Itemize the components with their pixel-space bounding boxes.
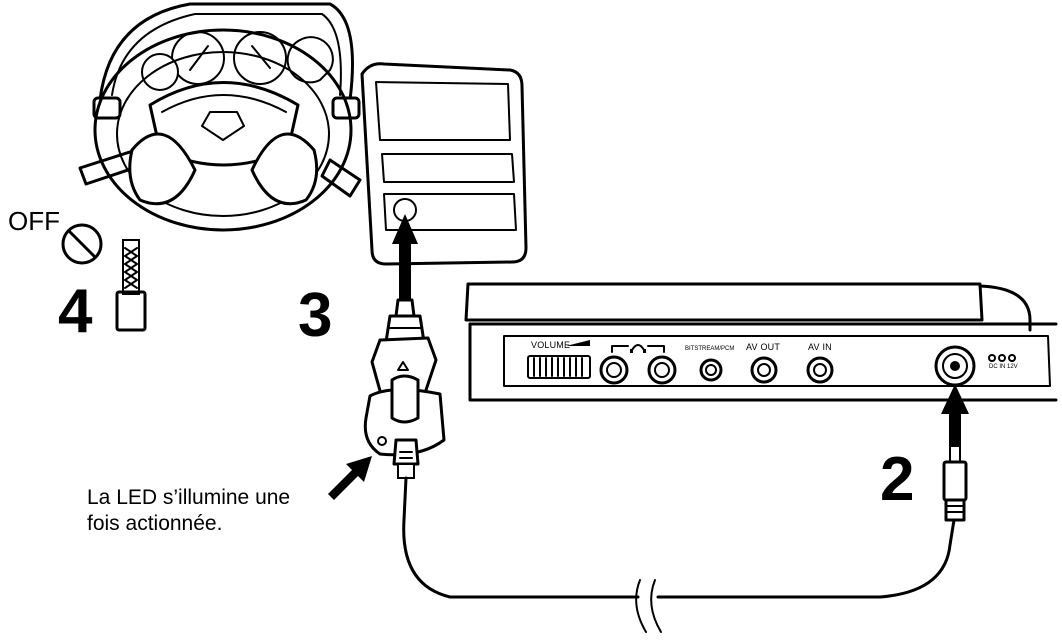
headphone-icon [631,344,645,351]
bitstream-jack [699,358,723,382]
arrow-to-dc-in [941,384,969,448]
led-note-line-2: fois actionnée. [87,512,223,535]
volume-label: VOLUME [531,340,570,350]
dc-in-label: DC IN 12V [989,364,1018,370]
car-adapter-plug-icon [363,298,446,479]
step-4-label: 4 [58,277,93,346]
dc-plug-icon [942,445,968,522]
av-out-label: AV OUT [746,342,780,352]
ignition-key-icon [61,223,147,332]
led-pointer-arrow [328,456,372,500]
av-in-label: AV IN [808,342,832,352]
arrow-to-socket [392,214,418,300]
av-out-jack [750,356,778,384]
step-2-label: 2 [880,445,914,514]
power-cable [402,476,956,633]
led-note-line-1: La LED s’illumine une [87,486,291,509]
av-in-jack [806,356,834,384]
step-3-label: 3 [298,281,332,350]
car-dashboard-icon [360,62,528,266]
headphone-jack-2 [647,355,677,385]
cable-break-icon [635,579,647,633]
bitstream-label: BITSTREAM/PCM [685,346,734,352]
portable-dvd-player: VOLUME BITSTREAM/PCM AV OUT AV IN DC IN … [464,282,1058,402]
steering-wheel-icon [78,2,362,232]
headphone-jack-1 [599,355,629,385]
led-note: La LED s’illumine une fois actionnée. [87,485,347,537]
off-label: OFF [8,206,60,236]
